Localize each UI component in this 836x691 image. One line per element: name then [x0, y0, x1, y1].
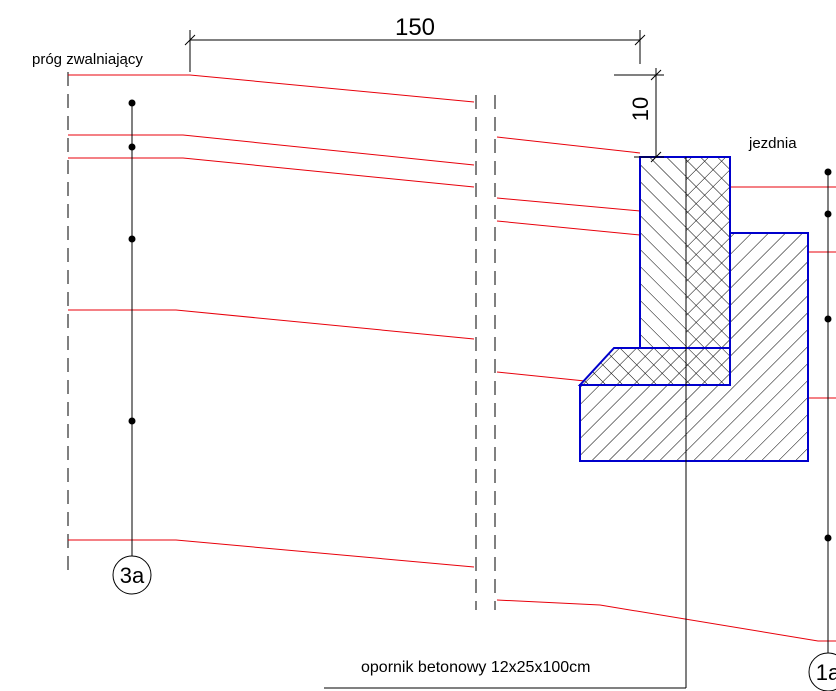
dimension-10-label: 10: [628, 97, 653, 121]
axis-point: [824, 534, 832, 542]
axis-point: [824, 168, 832, 176]
dimension-10: [614, 68, 664, 163]
section-lines: [68, 74, 836, 642]
right-axis: [824, 168, 832, 655]
axis-point: [824, 210, 832, 218]
marker-3a: 3a: [112, 555, 152, 595]
curb-hatch-b: [580, 157, 730, 385]
curb-note-label: opornik betonowy 12x25x100cm: [361, 659, 590, 676]
marker-1a-label: 1a: [816, 660, 836, 685]
left-axis: [128, 99, 136, 556]
marker-3a-label: 3a: [120, 563, 145, 588]
axis-point: [128, 99, 136, 107]
dashed-guides: [67, 72, 496, 610]
axis-point: [824, 315, 832, 323]
axis-point: [128, 143, 136, 151]
marker-1a: 1a: [808, 652, 836, 691]
speed-bump-label: próg zwalniający: [32, 51, 143, 68]
dimension-150: [184, 30, 646, 72]
road-label: jezdnia: [748, 135, 797, 152]
foundation-hatch: [580, 233, 808, 461]
curb-section: [577, 156, 809, 688]
axis-point: [128, 417, 136, 425]
axis-point: [128, 235, 136, 243]
dimension-150-label: 150: [395, 14, 435, 41]
